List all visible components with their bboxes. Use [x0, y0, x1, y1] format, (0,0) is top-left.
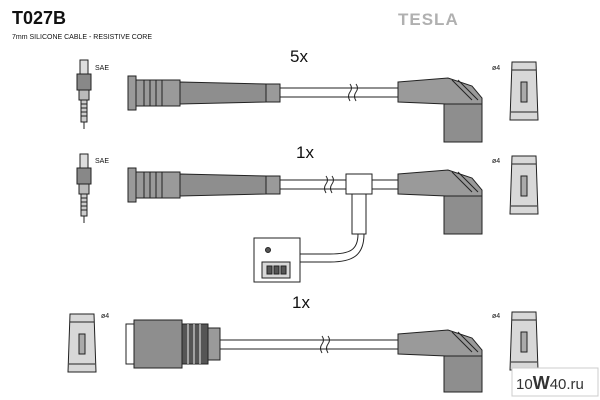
coil-label: ø4: [492, 313, 500, 320]
coil-terminal-icon: [509, 311, 539, 371]
cable-row-3: 1x ø4 ø4: [67, 293, 539, 393]
sensor-splice-icon: [298, 173, 373, 263]
sensor-connector-icon: [253, 237, 301, 283]
plug-boot-icon: [127, 75, 281, 111]
watermark-part: 10: [516, 376, 533, 393]
quantity-label: 1x: [292, 293, 310, 312]
ignition-cable: [280, 175, 398, 194]
quantity-label: 5x: [290, 47, 308, 66]
watermark-part: 40: [550, 376, 567, 393]
plug-boot-icon: [127, 167, 281, 203]
plug-label: SAE: [95, 158, 109, 165]
cable-row-1: 5x SAE ø4: [76, 47, 539, 143]
brand-logo: TESLA: [398, 10, 459, 29]
coil-boot-icon: [397, 77, 483, 143]
quantity-label: 1x: [296, 143, 314, 162]
coil-boot-icon: [397, 169, 483, 235]
svg-text:10W40.ru: 10W40.ru: [516, 373, 584, 393]
ignition-cable: [220, 335, 398, 354]
watermark-part: W: [533, 373, 550, 393]
coil-label: ø4: [492, 65, 500, 72]
spark-plug-icon: [76, 153, 92, 223]
coil-label: ø4: [492, 158, 500, 165]
watermark-part: .ru: [566, 376, 584, 393]
coil-boot-icon: [397, 329, 483, 393]
coil-terminal-icon: [509, 155, 539, 215]
part-code: T027B: [12, 8, 66, 28]
spark-plug-icon: [76, 59, 92, 129]
distributor-terminal-icon: [67, 313, 97, 373]
coil-terminal-icon: [509, 61, 539, 121]
plug-label: ø4: [101, 313, 109, 320]
straight-boot-icon: [125, 319, 221, 369]
site-watermark: 10W40.ru: [511, 367, 599, 397]
cable-row-2: 1x SAE ø4: [76, 143, 539, 283]
cable-spec: 7mm SILICONE CABLE - RESISTIVE CORE: [12, 34, 152, 41]
plug-label: SAE: [95, 65, 109, 72]
ignition-cable: [280, 83, 398, 102]
